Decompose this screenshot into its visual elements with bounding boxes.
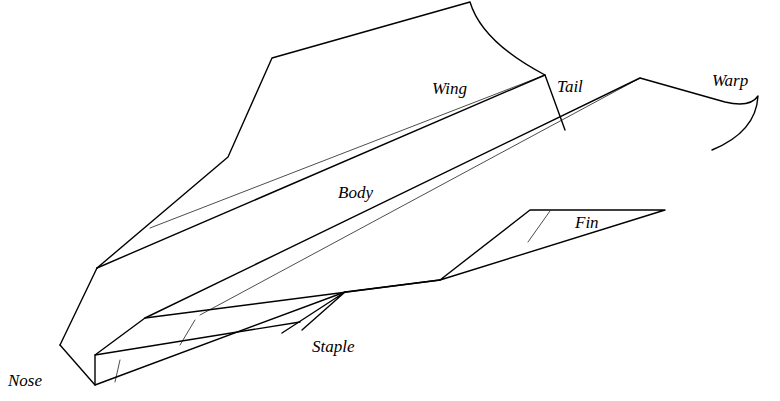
fin-outline [440,210,665,280]
crease [150,75,545,228]
body-fold-warp [145,78,758,318]
part-label: Fin [575,214,599,231]
body-lower [95,280,440,385]
crease [200,78,640,315]
thin-creases [115,75,640,382]
outline [60,2,758,385]
crease [180,320,195,345]
keel [60,280,440,385]
part-label: Wing [432,80,467,97]
nose-fold [95,322,300,355]
part-label: Warp [712,72,748,89]
part-label: Nose [8,372,42,389]
crease [528,211,550,242]
wing-fold [97,75,545,268]
part-label: Staple [312,338,355,355]
part-label: Body [338,184,373,201]
nose-top [60,268,97,345]
staple-mark [282,292,345,333]
part-label: Tail [557,78,583,95]
crease [115,360,120,382]
